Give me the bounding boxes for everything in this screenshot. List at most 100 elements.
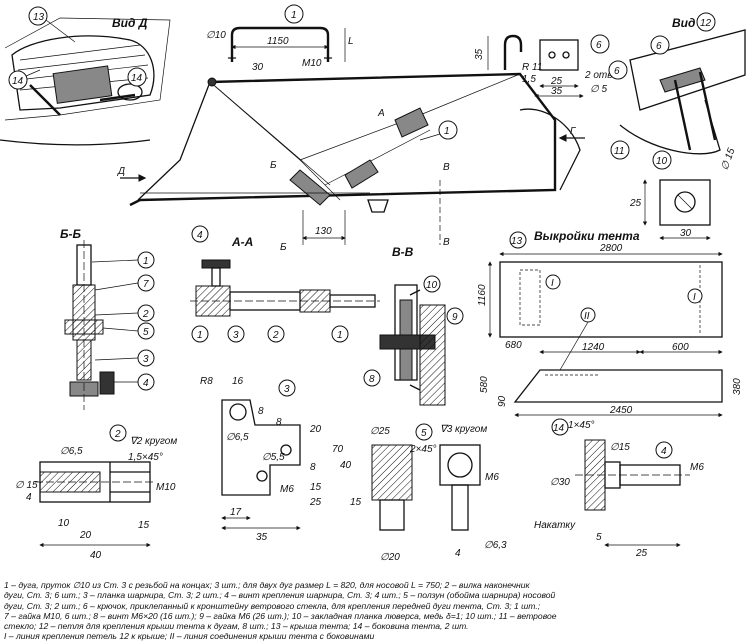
callout-1-aa2: 1 — [337, 330, 343, 341]
section-vv: В-В 10 9 8 — [363, 245, 464, 406]
section-aa-title: А-А — [231, 235, 253, 249]
dim-d6-5-p2: ∅6,5 — [60, 446, 83, 457]
dim-3-krugom: ∇3 кругом — [440, 424, 487, 435]
dim-30: 30 — [252, 62, 264, 73]
callout-14-pat: 14 — [553, 423, 565, 434]
dim-1150: 1150 — [267, 36, 289, 47]
callout-2-bb: 2 — [142, 309, 149, 320]
figure-caption: 1 – дуга, пруток ∅10 из Ст. 3 с резьбой … — [4, 580, 746, 642]
arch-detail: 1150 ∅10 30 L M10 1 — [206, 4, 354, 73]
patterns-title: Выкройки тента — [534, 229, 640, 243]
dim-17: 17 — [230, 507, 242, 518]
callout-7-bb: 7 — [143, 279, 149, 290]
dim-600: 600 — [672, 342, 689, 353]
dim-M6-p3: M6 — [280, 484, 294, 495]
dim-25-p3: 25 — [309, 497, 322, 508]
callout-II: II — [584, 311, 590, 322]
cut-A1: А — [377, 108, 385, 119]
dim-90: 90 — [497, 395, 508, 407]
dim-580: 580 — [479, 376, 490, 393]
dim-d25: ∅25 — [370, 426, 390, 437]
dim-1-5: 1,5 — [522, 74, 536, 85]
cut-G: Г — [570, 126, 577, 137]
caption-line-5: стекло; 12 – петля для крепления крыши т… — [4, 621, 469, 632]
callout-10-vv: 10 — [426, 280, 438, 291]
main-assembly: Д А Б Г В В 130 Б 1 — [117, 72, 585, 253]
cut-D: Д — [117, 166, 125, 177]
dim-15-p5: 15 — [350, 497, 362, 508]
callout-4-part: 4 — [661, 446, 667, 457]
dim-M10-p2: M10 — [156, 482, 176, 493]
dim-d5-5: ∅5,5 — [262, 452, 285, 463]
callout-3-bb: 3 — [143, 354, 149, 365]
note-knurl: Накатку — [534, 520, 576, 531]
dim-d20: ∅20 — [380, 552, 400, 563]
dim-680: 680 — [505, 340, 522, 351]
callout-6-vg: 6 — [656, 41, 662, 52]
dim-2800: 2800 — [599, 243, 623, 254]
dim-15-p2: 15 — [138, 520, 150, 531]
dim-35v: 35 — [474, 48, 485, 60]
dim-20-p2: 20 — [79, 530, 92, 541]
callout-4-bb: 4 — [143, 378, 149, 389]
dim-10: 10 — [58, 518, 70, 529]
callout-1-aa1: 1 — [197, 330, 203, 341]
dim-2450: 2450 — [609, 405, 633, 416]
dim-30-plate: 30 — [680, 228, 692, 239]
part-2: 2 ∅6,5 ∇2 кругом 1,5×45° ∅ 15 4 M10 10 2… — [15, 424, 177, 561]
callout-4-aa: 4 — [197, 230, 203, 241]
dim-15-p3: 15 — [310, 482, 322, 493]
dim-d6-3: ∅6,3 — [484, 540, 507, 551]
dim-20-p3: 20 — [309, 424, 322, 435]
dim-chamfer-1-5: 1,5×45° — [128, 452, 163, 463]
caption-line-3: дуги, Ст. 3; 2 шт.; 6 – крючок, приклепа… — [4, 600, 541, 611]
dim-chamfer-2: 2×45° — [409, 444, 437, 455]
dim-35: 35 — [551, 86, 563, 97]
cut-B2: Б — [280, 242, 287, 253]
dim-4-p2: 4 — [26, 492, 32, 503]
dim-25-p4: 25 — [635, 548, 648, 559]
callout-1-main: 1 — [444, 126, 450, 137]
plate-10: 10 ∅ 15 25 30 — [629, 146, 738, 241]
part-3: 3 R8 16 8 8 20 70 8 15 25 ∅6,5 ∅5,5 M6 1… — [200, 376, 344, 543]
callout-8-vv: 8 — [369, 374, 375, 385]
callout-1-top: 1 — [291, 10, 297, 21]
callout-10: 10 — [656, 156, 668, 167]
dim-35-p3: 35 — [256, 532, 268, 543]
tent-patterns: Выкройки тента 2800 13 I I 1160 II 680 1… — [477, 229, 743, 436]
callout-5-bb: 5 — [143, 327, 149, 338]
dim-1240: 1240 — [582, 342, 605, 353]
cut-V2: В — [443, 237, 450, 248]
dim-4-p5: 4 — [455, 548, 461, 559]
dim-M6-p4: M6 — [690, 462, 704, 473]
dim-d30: ∅30 — [550, 477, 570, 488]
view-d: Вид Д 13 14 14 — [0, 6, 171, 146]
dim-R8: R8 — [200, 376, 213, 387]
dim-R11: R 11 — [522, 62, 542, 73]
caption-line-6: I – линия крепления петель 12 к крыше; I… — [4, 631, 375, 642]
section-vv-title: В-В — [392, 245, 414, 259]
callout-I-1: I — [551, 278, 554, 289]
dim-8a: 8 — [258, 406, 264, 417]
caption-line-1: 1 – дуга, пруток ∅10 из Ст. 3 с резьбой … — [4, 580, 530, 590]
callout-5-part: 5 — [421, 428, 427, 439]
callout-2-part: 2 — [114, 429, 121, 440]
callout-13-vd: 13 — [33, 12, 45, 23]
caption-line-2: дуги, Ст. 3; 6 шт.; 3 – планка шарнира, … — [4, 590, 556, 601]
dim-d5: ∅ 5 — [590, 84, 607, 95]
dim-2-krugom: ∇2 кругом — [130, 436, 177, 447]
dim-130: 130 — [315, 226, 332, 237]
dim-40: 40 — [90, 550, 102, 561]
dim-d15-plate: ∅ 15 — [719, 146, 737, 171]
hook-detail: 35 R 11 1,5 25 35 2 отв. ∅ 5 6 — [474, 34, 615, 99]
callout-6-hook: 6 — [596, 40, 602, 51]
callout-11-vg: 11 — [614, 146, 624, 157]
dim-1160: 1160 — [477, 284, 488, 306]
dim-380: 380 — [732, 378, 743, 395]
dim-25: 25 — [550, 76, 563, 87]
view-d-title: Вид Д — [112, 16, 148, 30]
section-bb-title: Б-Б — [60, 227, 81, 241]
section-aa: А-А 4 1 3 2 1 — [190, 225, 380, 343]
part-4: 4 1×45° ∅15 ∅30 M6 Накатку 5 25 — [534, 420, 704, 559]
dim-d10: ∅10 — [206, 30, 226, 41]
